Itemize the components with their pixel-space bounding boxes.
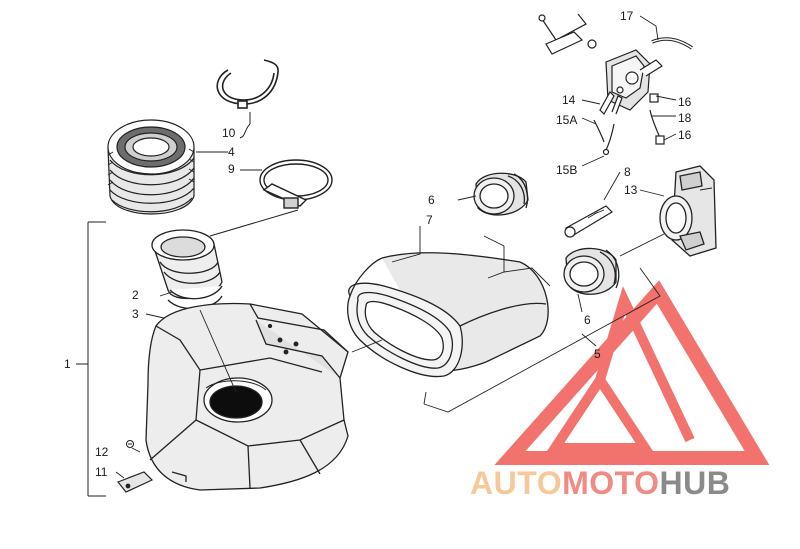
- callout-11: 11: [95, 465, 108, 479]
- hose-clamp-part: [209, 159, 333, 237]
- callout-18: 18: [678, 111, 692, 125]
- callout-3: 3: [132, 307, 139, 321]
- callout-2: 2: [132, 288, 139, 302]
- callout-5: 5: [594, 347, 601, 361]
- callout-10: 10: [222, 126, 236, 140]
- strap-part: [564, 205, 613, 238]
- clamp-ring-part: [216, 59, 279, 139]
- callout-15b: 15B: [556, 163, 577, 177]
- watermark-text: AUTOMOTOHUB: [470, 465, 730, 501]
- callout-9: 9: [228, 162, 235, 176]
- watermark-part-moto: MOTO: [562, 465, 659, 501]
- callout-7: 7: [426, 213, 433, 227]
- callout-14: 14: [562, 93, 576, 107]
- coupler-part-upper: [473, 172, 529, 216]
- plate-part: [117, 471, 154, 493]
- assembly-bracket: [76, 221, 106, 497]
- callout-17: 17: [620, 9, 634, 23]
- rubber-boot-part: [151, 229, 223, 310]
- callout-labels: 1 2 3 4 5 6 6 7 8 9 10 11 12 13 14 15A 1…: [64, 9, 692, 479]
- callout-15a: 15A: [556, 113, 577, 127]
- callout-12: 12: [95, 445, 109, 459]
- watermark-logo: [494, 280, 770, 465]
- callout-6-lower: 6: [584, 313, 591, 327]
- callout-1: 1: [64, 357, 71, 371]
- throttle-body-part: [659, 165, 717, 257]
- watermark-part-auto: AUTO: [470, 465, 562, 501]
- callout-16-lower: 16: [678, 128, 692, 142]
- callout-4: 4: [228, 145, 235, 159]
- bellows-part: [107, 119, 195, 215]
- coupler-part-lower: [563, 247, 620, 295]
- callout-6-upper: 6: [428, 193, 435, 207]
- callout-8: 8: [624, 165, 631, 179]
- airbox-part: [145, 302, 349, 491]
- screw-part: [126, 440, 134, 448]
- intake-tube-part: [347, 252, 549, 378]
- callout-16-upper: 16: [678, 95, 692, 109]
- svg-text:AUTOMOTOHUB: AUTOMOTOHUB: [470, 465, 730, 501]
- callout-13: 13: [624, 183, 638, 197]
- fuel-pump-part: [538, 13, 693, 156]
- watermark-part-hub: HUB: [659, 465, 730, 501]
- leader-lines: [115, 15, 677, 479]
